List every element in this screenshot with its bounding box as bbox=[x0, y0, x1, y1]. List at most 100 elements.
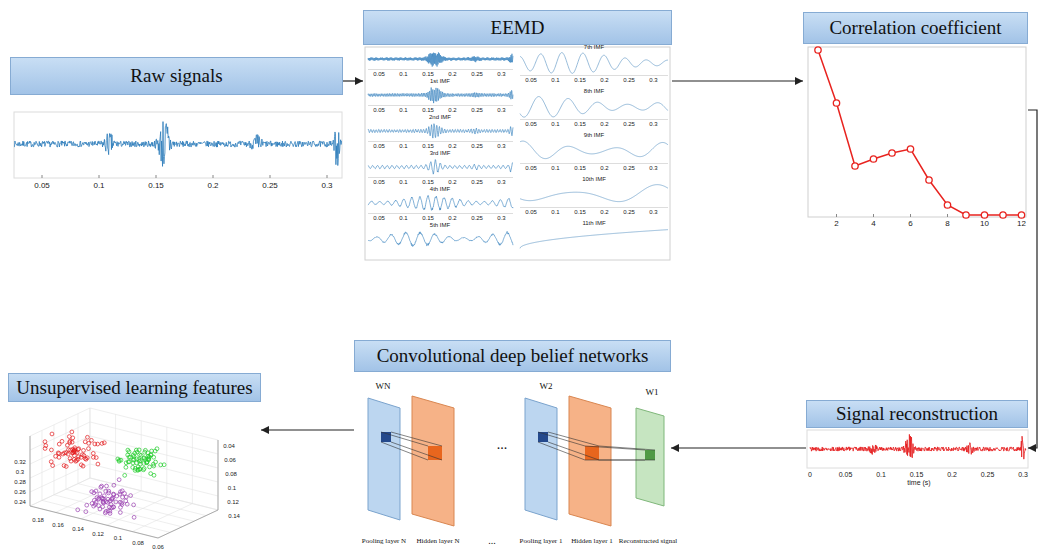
axis-tick: 0.2 bbox=[448, 143, 456, 149]
feature-point bbox=[112, 483, 116, 487]
axis-tick-mark bbox=[873, 214, 874, 217]
feature-point bbox=[102, 501, 106, 505]
pooling-layer-plane bbox=[368, 398, 400, 520]
feature-point bbox=[108, 499, 112, 503]
panel-header: Signal reconstruction bbox=[806, 400, 1028, 428]
process-panel: Convolutional deep belief networks bbox=[354, 340, 671, 554]
signal-trace bbox=[14, 122, 342, 167]
axis-tick: 0.25 bbox=[471, 215, 483, 221]
axis-tick: 0.1 bbox=[876, 471, 886, 478]
axis-tick: 0.3 bbox=[649, 77, 657, 83]
axis-tick: 0.2 bbox=[448, 179, 456, 185]
feature-point bbox=[43, 440, 47, 444]
feature-point bbox=[73, 450, 77, 454]
feature-point bbox=[70, 430, 74, 434]
feature-point bbox=[132, 515, 136, 519]
axis-tick: 0.05 bbox=[525, 121, 537, 127]
axis-tick: 0.15 bbox=[422, 107, 434, 113]
feature-point bbox=[54, 454, 58, 458]
axis-tick: 0.14 bbox=[72, 526, 84, 532]
flow-arrow bbox=[1028, 110, 1037, 448]
grid-line bbox=[54, 495, 182, 527]
axis-tick: 0.2 bbox=[448, 215, 456, 221]
feature-point bbox=[56, 451, 60, 455]
axis-tick: 0.15 bbox=[422, 215, 434, 221]
feature-point bbox=[132, 503, 136, 507]
flow-arrow bbox=[672, 80, 803, 81]
feature-point bbox=[149, 453, 153, 457]
imf-label: 8th IMF bbox=[584, 88, 604, 94]
feature-point bbox=[142, 457, 146, 461]
axis-tick: 0.15 bbox=[422, 71, 434, 77]
feature-point bbox=[101, 500, 105, 504]
axis-tick: 0.26 bbox=[14, 489, 26, 495]
axis-tick: 0.06 bbox=[152, 544, 164, 550]
grid-line bbox=[42, 500, 170, 532]
axis-tick: 12 bbox=[1017, 220, 1026, 228]
grid-line bbox=[66, 489, 194, 521]
panel-title: Convolutional deep belief networks bbox=[377, 345, 649, 367]
feature-point bbox=[123, 492, 127, 496]
visible-unit bbox=[645, 450, 655, 460]
axis-tick: 0.05 bbox=[839, 471, 853, 478]
axis-tick: 0.2 bbox=[207, 182, 218, 190]
axis-tick: 0.15 bbox=[422, 143, 434, 149]
process-panel: Correlation coefficient bbox=[803, 12, 1028, 232]
feature-point bbox=[100, 484, 104, 488]
axis-line bbox=[520, 207, 668, 208]
axis-tick: 0.05 bbox=[373, 71, 385, 77]
axis-tick: 0.3 bbox=[497, 179, 505, 185]
data-point bbox=[870, 156, 876, 162]
feature-point bbox=[83, 457, 87, 461]
axis-line bbox=[368, 141, 513, 142]
axis-tick: 0.05 bbox=[525, 77, 537, 83]
panel-title: Correlation coefficient bbox=[829, 17, 1001, 39]
feature-point bbox=[133, 451, 137, 455]
imf-label: 2nd IMF bbox=[429, 114, 451, 120]
axis-tick: 0.1 bbox=[399, 179, 407, 185]
axis-tick: 0.2 bbox=[600, 77, 608, 83]
grid-line bbox=[115, 414, 116, 484]
feature-point bbox=[118, 511, 122, 515]
axis-tick: 0.1 bbox=[399, 71, 407, 77]
grid-line bbox=[30, 450, 90, 478]
process-panel: Raw signals bbox=[10, 57, 343, 189]
feature-point bbox=[90, 502, 94, 506]
axis-tick: 0.3 bbox=[16, 469, 24, 475]
feature-point bbox=[85, 503, 89, 507]
feature-point bbox=[151, 462, 155, 466]
grid-line bbox=[42, 430, 43, 500]
weight-label: WN bbox=[376, 382, 391, 391]
feature-point bbox=[93, 442, 97, 446]
feature-point bbox=[76, 508, 80, 512]
axis-tick: 0.16 bbox=[52, 522, 64, 528]
imf-trace bbox=[368, 160, 513, 175]
feature-point bbox=[126, 448, 130, 452]
layer-label: Hidden layer N bbox=[416, 538, 459, 545]
feature-point bbox=[131, 465, 135, 469]
axis-tick-mark bbox=[270, 175, 271, 178]
axis-tick: 0.1 bbox=[399, 143, 407, 149]
layer-label: Pooling layer 1 bbox=[520, 538, 563, 545]
feature-point bbox=[62, 464, 66, 468]
data-point bbox=[907, 146, 913, 152]
feature-point bbox=[80, 453, 84, 457]
feature-point bbox=[105, 484, 109, 488]
panel-title: Signal reconstruction bbox=[836, 403, 998, 425]
axis-tick: 0.3 bbox=[497, 71, 505, 77]
plot-frame bbox=[808, 47, 1026, 217]
receptive-field-line bbox=[548, 442, 599, 460]
axis-tick: 0.12 bbox=[227, 499, 239, 505]
feature-point bbox=[147, 456, 151, 460]
data-point bbox=[889, 150, 895, 156]
weight-label: W1 bbox=[646, 388, 659, 397]
axis-tick: 6 bbox=[908, 220, 912, 228]
hidden-layer-plane bbox=[412, 396, 454, 526]
process-panel: Unsupervised learning features bbox=[8, 373, 261, 554]
weight-label: W2 bbox=[540, 382, 553, 391]
axis-line bbox=[520, 119, 668, 120]
grid-line bbox=[90, 422, 218, 454]
feature-point bbox=[90, 490, 94, 494]
imf-label: 5th IMF bbox=[430, 222, 450, 228]
feature-point bbox=[108, 509, 112, 513]
